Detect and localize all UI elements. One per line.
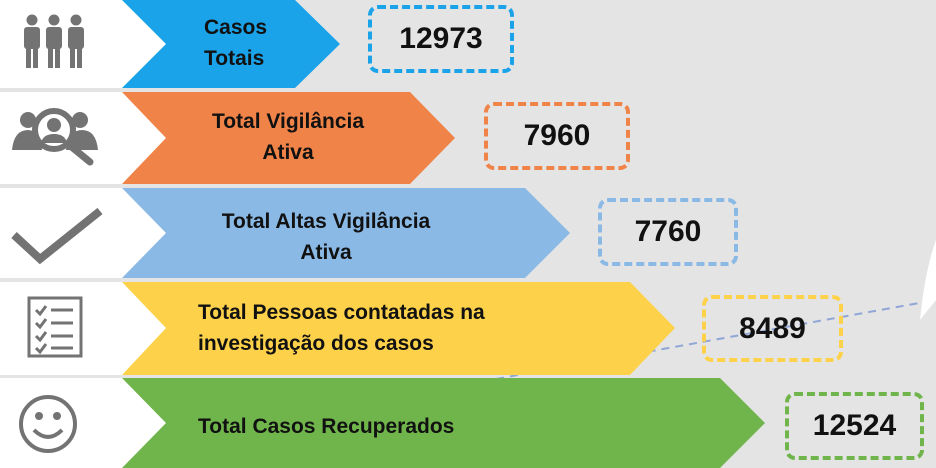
label-vigilancia: Total Vigilância Ativa bbox=[200, 106, 376, 168]
label-casos-totais: Casos Totais bbox=[204, 12, 267, 74]
arrow-casos-totais bbox=[120, 0, 340, 88]
checklist-icon bbox=[27, 296, 83, 358]
value-recuperados: 12524 bbox=[785, 392, 924, 460]
label-line: Ativa bbox=[262, 141, 314, 164]
label-line: Ativa bbox=[300, 241, 352, 264]
people-group-icon bbox=[24, 14, 84, 68]
map-shape bbox=[920, 240, 936, 320]
label-line: Total Casos Recuperados bbox=[198, 415, 455, 438]
value-vigilancia: 7960 bbox=[484, 102, 630, 170]
icon-panel bbox=[0, 378, 166, 468]
arrow-altas bbox=[120, 188, 570, 278]
checkmark-icon bbox=[11, 207, 103, 265]
value-altas: 7760 bbox=[598, 198, 738, 266]
value-casos-totais: 12973 bbox=[368, 5, 514, 73]
label-contatadas: Total Pessoas contatadas na investigação… bbox=[198, 297, 485, 359]
smiley-face-icon bbox=[19, 395, 77, 453]
label-line: investigação dos casos bbox=[198, 332, 434, 355]
arrow-vigilancia bbox=[120, 92, 455, 184]
arrow-contatadas bbox=[120, 282, 675, 375]
label-line: Total Altas Vigilância bbox=[221, 210, 431, 233]
label-recuperados: Total Casos Recuperados bbox=[198, 411, 454, 442]
arrow-recuperados bbox=[120, 378, 765, 468]
label-line: Totais bbox=[204, 47, 265, 70]
label-altas: Total Altas Vigilância Ativa bbox=[208, 206, 444, 268]
label-line: Casos bbox=[204, 16, 268, 39]
label-line: Total Pessoas contatadas na bbox=[198, 301, 485, 324]
people-search-icon bbox=[12, 108, 98, 166]
value-contatadas: 8489 bbox=[702, 295, 843, 362]
label-line: Total Vigilância bbox=[211, 110, 365, 133]
